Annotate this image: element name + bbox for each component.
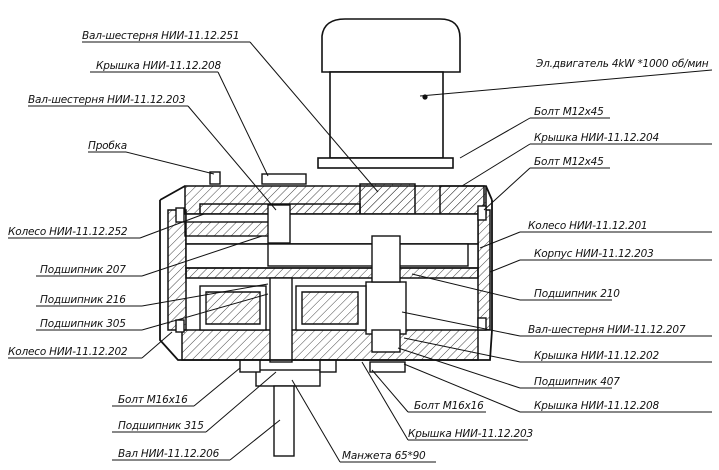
label-bearing-216: Подшипник 216: [40, 294, 126, 306]
label-shaft-206: Вал НИИ-11.12.206: [118, 448, 220, 460]
label-wheel-252: Колесо НИИ-11.12.252: [8, 226, 128, 238]
label-plug: Пробка: [88, 140, 128, 152]
label-shaft-gear-207: Вал-шестерня НИИ-11.12.207: [528, 324, 686, 336]
label-housing-203: Корпус НИИ-11.12.203: [534, 248, 654, 260]
label-bearing-315: Подшипник 315: [118, 420, 204, 432]
label-bolt-m12-b: Болт М12х45: [534, 156, 604, 168]
label-bolt-m12-a: Болт М12х45: [534, 106, 604, 118]
label-cover-202: Крышка НИИ-11.12.202: [534, 350, 659, 362]
label-cover-203: Крышка НИИ-11.12.203: [408, 428, 533, 440]
leader-lines: [8, 41, 713, 463]
label-motor: Эл.двигатель 4kW *1000 об/мин: [536, 58, 709, 70]
label-wheel-201: Колесо НИИ-11.12.201: [528, 220, 648, 232]
label-wheel-202: Колесо НИИ-11.12.202: [8, 346, 128, 358]
label-bearing-210: Подшипник 210: [534, 288, 620, 300]
housing: [167, 183, 491, 361]
housing-outline: [159, 185, 493, 361]
label-bolt-m16-right: Болт М16х16: [414, 400, 484, 412]
label-bolt-m16-left: Болт М16х16: [118, 394, 188, 406]
label-shaft-gear-251: Вал-шестерня НИИ-11.12.251: [82, 30, 240, 42]
label-bearing-305: Подшипник 305: [40, 318, 126, 330]
motor: [317, 18, 461, 169]
label-bearing-407: Подшипник 407: [534, 376, 620, 388]
label-bearing-207: Подшипник 207: [40, 264, 126, 276]
label-shaft-gear-203: Вал-шестерня НИИ-11.12.203: [28, 94, 186, 106]
label-cover-208-top: Крышка НИИ-11.12.208: [96, 60, 221, 72]
label-cover-208-bottom: Крышка НИИ-11.12.208: [534, 400, 659, 412]
internals: [175, 171, 487, 457]
label-cover-204: Крышка НИИ-11.12.204: [534, 132, 659, 144]
label-cuff: Манжета 65*90: [342, 450, 426, 462]
